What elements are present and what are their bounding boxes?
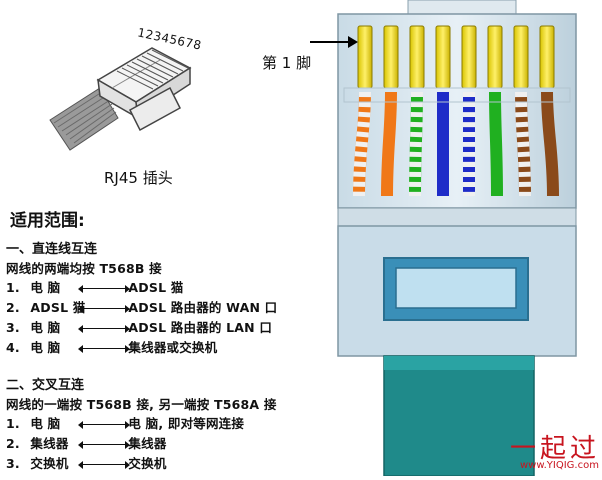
- crossover-heading: 二、交叉互连: [6, 378, 85, 393]
- contact-pin-6: [487, 25, 503, 89]
- plug-caption: RJ45 插头: [104, 169, 173, 187]
- contact-pin-1: [357, 25, 373, 89]
- straight-heading: 一、直连线互连: [6, 242, 98, 257]
- item-target: 交换机: [128, 456, 167, 471]
- wire-stripe-7: [515, 91, 531, 197]
- plug-body-icon: [96, 47, 192, 132]
- item-target: 电 脑, 即对等网连接: [128, 416, 245, 431]
- straight-subtitle: 网线的两端均按 T568B 接: [6, 261, 162, 276]
- item-number: 1.: [6, 416, 20, 431]
- crossover-item-2: 2. 集线器 集线器: [6, 433, 167, 452]
- crossover-item-3: 3. 交换机 交换机: [6, 453, 167, 472]
- item-target: ADSL 路由器的 LAN 口: [128, 320, 273, 335]
- contact-pin-3: [409, 25, 425, 89]
- item-number: 3.: [6, 456, 20, 471]
- item-source: 电 脑: [30, 320, 61, 335]
- wire-stripe-1: [353, 91, 371, 197]
- double-arrow-icon: [78, 285, 131, 293]
- contact-pin-8: [539, 25, 555, 89]
- wire-8: [541, 91, 559, 197]
- item-number: 2.: [6, 300, 20, 315]
- straight-item-1: 1. 电 脑 ADSL 猫: [6, 277, 184, 296]
- straight-item-2: 2. ADSL 猫 ADSL 路由器的 WAN 口: [6, 297, 277, 316]
- double-arrow-icon: [78, 441, 131, 449]
- item-target: ADSL 路由器的 WAN 口: [128, 300, 278, 315]
- contact-pin-4: [435, 25, 451, 89]
- cable-icon: [49, 87, 119, 151]
- usage-title: 适用范围:: [10, 211, 85, 231]
- pin1-label: 第 1 脚: [262, 54, 312, 72]
- crossover-item-1: 1. 电 脑 电 脑, 即对等网连接: [6, 413, 244, 432]
- double-arrow-icon: [78, 345, 131, 353]
- double-arrow-icon: [78, 421, 131, 429]
- wire-pairs: [353, 91, 559, 197]
- item-number: 4.: [6, 340, 20, 355]
- item-source: 电 脑: [30, 280, 61, 295]
- contact-pin-2: [383, 25, 399, 89]
- pin1-arrow-icon: [310, 36, 358, 48]
- item-source: 交换机: [30, 456, 69, 471]
- item-target: 集线器或交换机: [128, 340, 218, 355]
- item-number: 3.: [6, 320, 20, 335]
- item-source: 电 脑: [30, 340, 61, 355]
- contact-pin-7: [513, 25, 529, 89]
- item-source: ADSL 猫: [30, 300, 86, 315]
- connector-diagram: [300, 0, 602, 477]
- watermark-url: www.YIQIG.com: [520, 460, 599, 471]
- rj45-small-illustration: [40, 10, 240, 160]
- double-arrow-icon: [78, 325, 131, 333]
- straight-item-4: 4. 电 脑 集线器或交换机: [6, 337, 217, 356]
- double-arrow-icon: [78, 305, 131, 313]
- wire-2: [381, 91, 397, 197]
- item-number: 1.: [6, 280, 20, 295]
- item-source: 电 脑: [30, 416, 61, 431]
- double-arrow-icon: [78, 461, 131, 469]
- item-source: 集线器: [30, 436, 69, 451]
- cable-jacket: [383, 355, 535, 477]
- wire-stripe-3: [409, 91, 423, 197]
- item-target: 集线器: [128, 436, 167, 451]
- item-number: 2.: [6, 436, 20, 451]
- crossover-subtitle: 网线的一端按 T568B 接, 另一端按 T568A 接: [6, 397, 277, 412]
- wire-6: [489, 91, 503, 197]
- watermark-logo: 一起过: [510, 434, 601, 464]
- item-target: ADSL 猫: [128, 280, 184, 295]
- straight-item-3: 3. 电 脑 ADSL 路由器的 LAN 口: [6, 317, 272, 336]
- contact-pin-5: [461, 25, 477, 89]
